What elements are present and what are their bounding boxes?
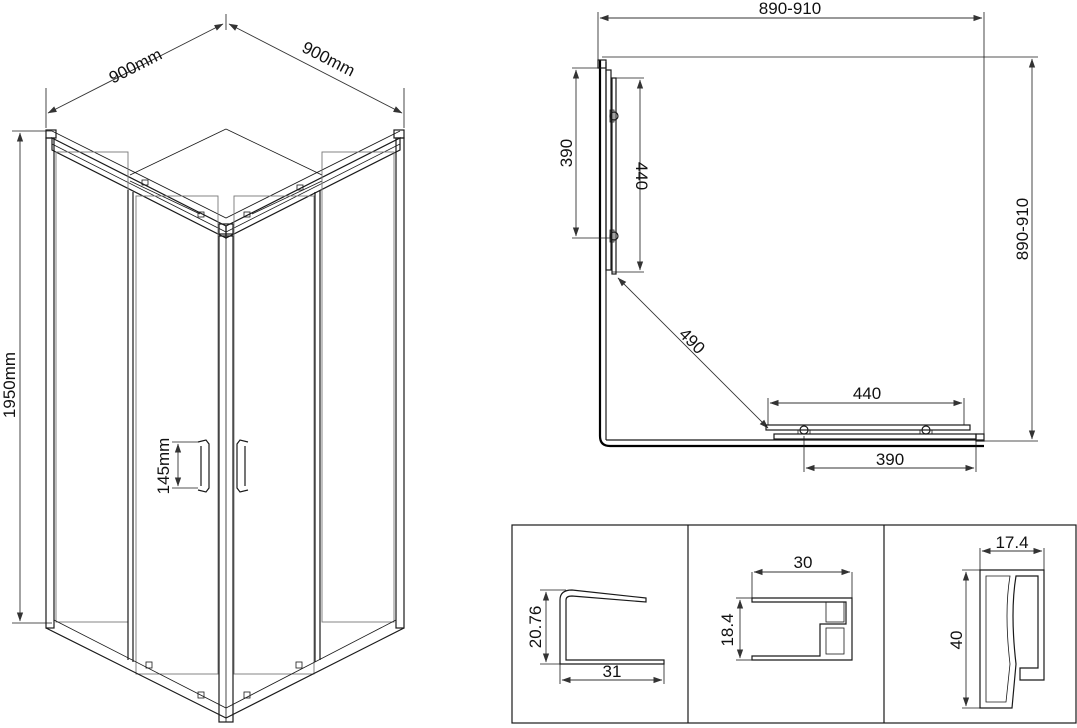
handle-label: 145mm: [154, 438, 173, 495]
profile-2: 30 18.4: [718, 553, 853, 661]
profiles-frame: [511, 524, 1077, 724]
width-left-dimension-line: [47, 23, 224, 114]
plan-outline: [598, 60, 984, 448]
p2-height-label: 18.4: [718, 613, 737, 646]
left-sliding-door: [135, 195, 219, 675]
bottom-fixed-label: 390: [876, 450, 904, 469]
corner-cap-front: [218, 223, 234, 235]
right-wall-profile: [395, 137, 405, 629]
plan-view: 890-910 890-910 390 440 490: [557, 0, 1038, 472]
handle-left: [197, 439, 210, 493]
profile-sections: 20.76 31 30 18.4 17.4: [511, 524, 1077, 724]
left-fixed-panel: [55, 151, 129, 623]
profile-3: 17.4 40: [947, 533, 1045, 709]
bottom-rail-left: [45, 627, 405, 719]
handle-right: [236, 439, 249, 493]
p1-width-label: 31: [603, 662, 622, 681]
diagonal-label: 490: [675, 324, 708, 357]
shower-cabin: [45, 128, 405, 723]
p1-height-label: 20.76: [526, 606, 545, 649]
p3-height-label: 40: [947, 631, 966, 650]
plan-left-door: [611, 77, 617, 275]
left-fixed-label: 390: [557, 139, 576, 167]
right-sliding-door: [233, 195, 315, 675]
perspective-view: 900mm 900mm 1950mm: [0, 14, 405, 723]
p3-width-label: 17.4: [995, 533, 1028, 552]
outer-right-label: 890-910: [1013, 198, 1032, 260]
width-left-label: 900mm: [106, 45, 165, 88]
left-door-label: 440: [632, 162, 651, 190]
bottom-door-label: 440: [853, 384, 881, 403]
plan-left-fixed: [605, 69, 612, 271]
width-right-label: 900mm: [299, 38, 358, 81]
diagonal-dimension-line: [617, 277, 769, 429]
outer-top-label: 890-910: [759, 0, 821, 18]
left-wall-profile: [45, 137, 55, 629]
p2-width-label: 30: [794, 553, 813, 572]
height-label: 1950mm: [0, 352, 19, 418]
width-right-dimension-line: [228, 23, 403, 114]
plan-bottom-door: [765, 424, 971, 431]
right-fixed-panel: [321, 151, 395, 623]
profile-1: 20.76 31: [526, 589, 665, 684]
